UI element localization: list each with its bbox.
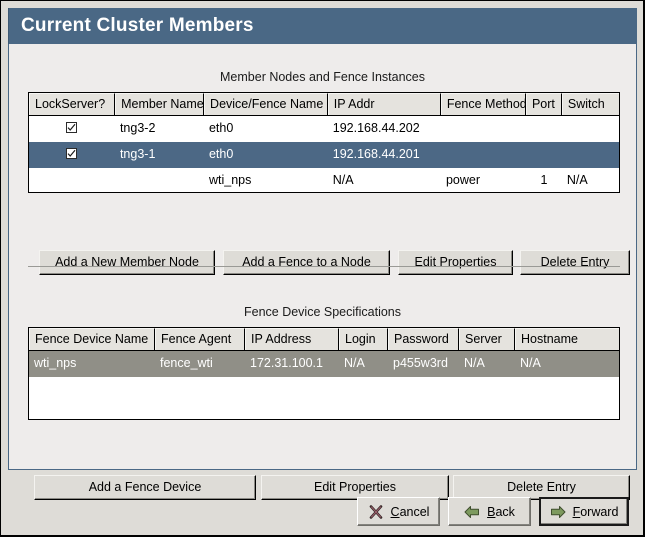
column-header-device-fence-name[interactable]: Device/Fence Name (204, 93, 328, 115)
add-fence-device-button[interactable]: Add a Fence Device (34, 475, 256, 500)
cell-lockserver[interactable] (29, 168, 115, 192)
cell-fence-device-name: wti_nps (34, 356, 77, 370)
arrow-left-icon (464, 504, 480, 520)
delete-entry-member-button[interactable]: Delete Entry (520, 250, 630, 275)
cell-password: p455w3rd (393, 356, 448, 370)
cell-switch (562, 116, 619, 142)
add-new-member-node-button[interactable]: Add a New Member Node (39, 250, 215, 275)
table-row[interactable]: tng3-1 eth0 192.168.44.201 (29, 142, 619, 168)
cell-switch (562, 142, 619, 168)
cell-ip-addr: N/A (332, 173, 354, 187)
column-header-fence-device-name[interactable]: Fence Device Name (29, 328, 155, 350)
table-row[interactable]: wti_nps N/A power 1 N/A (29, 168, 619, 192)
column-header-switch[interactable]: Switch (561, 93, 619, 115)
cell-port (526, 116, 562, 142)
cell-device-fence-name: wti_nps (208, 173, 252, 187)
column-header-member-name[interactable]: Member Name (115, 93, 205, 115)
fence-section-caption: Fence Device Specifications (243, 305, 402, 319)
cell-ip-address: 172.31.100.1 (250, 356, 323, 370)
forward-button-label: Forward (573, 505, 619, 519)
cell-lockserver[interactable] (29, 142, 115, 168)
forward-button[interactable]: Forward (539, 497, 629, 526)
cell-hostname: N/A (520, 356, 541, 370)
table-row[interactable]: tng3-2 eth0 192.168.44.202 (29, 116, 619, 142)
column-header-login[interactable]: Login (339, 328, 388, 350)
cancel-mnemonic: C (390, 504, 400, 519)
column-header-fence-method[interactable]: Fence Method (440, 93, 526, 115)
member-nodes-table-header: LockServer? Member Name Device/Fence Nam… (29, 93, 619, 116)
cell-member-name: tng3-1 (119, 147, 156, 161)
column-header-ip-address[interactable]: IP Address (245, 328, 339, 350)
edit-properties-member-button[interactable]: Edit Properties (398, 250, 513, 275)
cell-device-fence-name: eth0 (208, 121, 234, 135)
cell-device-fence-name: eth0 (208, 147, 234, 161)
column-header-server[interactable]: Server (459, 328, 515, 350)
table-row[interactable]: wti_nps fence_wti 172.31.100.1 N/A p455w… (29, 351, 619, 377)
column-header-hostname[interactable]: Hostname (515, 328, 619, 350)
cell-member-name (115, 168, 204, 192)
members-section-caption: Member Nodes and Fence Instances (220, 70, 425, 84)
cell-fence-method: power (445, 173, 480, 187)
cancel-x-icon (368, 504, 384, 520)
fence-devices-table[interactable]: Fence Device Name Fence Agent IP Address… (28, 327, 620, 420)
column-header-ip-addr[interactable]: IP Addr (327, 93, 441, 115)
cell-ip-addr: 192.168.44.201 (332, 147, 420, 161)
add-fence-to-node-button[interactable]: Add a Fence to a Node (223, 250, 390, 275)
cell-server: N/A (464, 356, 485, 370)
cell-switch: N/A (566, 173, 588, 187)
back-button-label: Back (487, 505, 515, 519)
cell-ip-addr: 192.168.44.202 (332, 121, 420, 135)
back-mnemonic: B (487, 504, 496, 519)
column-header-password[interactable]: Password (388, 328, 459, 350)
content-panel: Member Nodes and Fence Instances LockSer… (8, 44, 637, 500)
section-divider (28, 266, 620, 267)
titlebar: Current Cluster Members (8, 8, 637, 44)
page-title: Current Cluster Members (21, 15, 254, 36)
edit-properties-fence-button[interactable]: Edit Properties (261, 475, 449, 500)
cell-fence-method (441, 142, 526, 168)
cell-member-name: tng3-2 (119, 121, 156, 135)
cell-port (526, 142, 562, 168)
cell-fence-agent: fence_wti (160, 356, 213, 370)
back-label-rest: ack (495, 504, 515, 519)
fence-devices-table-header: Fence Device Name Fence Agent IP Address… (29, 328, 619, 351)
column-header-fence-agent[interactable]: Fence Agent (155, 328, 245, 350)
cell-port: 1 (540, 173, 548, 187)
cell-login: N/A (344, 356, 365, 370)
column-header-port[interactable]: Port (525, 93, 562, 115)
back-button[interactable]: Back (448, 497, 531, 526)
arrow-right-icon (550, 504, 566, 520)
checkbox-lockserver[interactable] (66, 122, 78, 134)
member-nodes-table[interactable]: LockServer? Member Name Device/Fence Nam… (28, 92, 620, 193)
column-header-lockserver[interactable]: LockServer? (29, 93, 116, 115)
cancel-button-label: Cancel (391, 505, 430, 519)
checkbox-lockserver[interactable] (66, 148, 78, 160)
forward-mnemonic: F (572, 504, 581, 519)
cancel-button[interactable]: Cancel (357, 497, 440, 526)
cancel-label-rest: ancel (399, 504, 430, 519)
cell-fence-method (441, 116, 526, 142)
forward-label-rest: orward (580, 504, 619, 519)
cell-lockserver[interactable] (29, 116, 115, 142)
